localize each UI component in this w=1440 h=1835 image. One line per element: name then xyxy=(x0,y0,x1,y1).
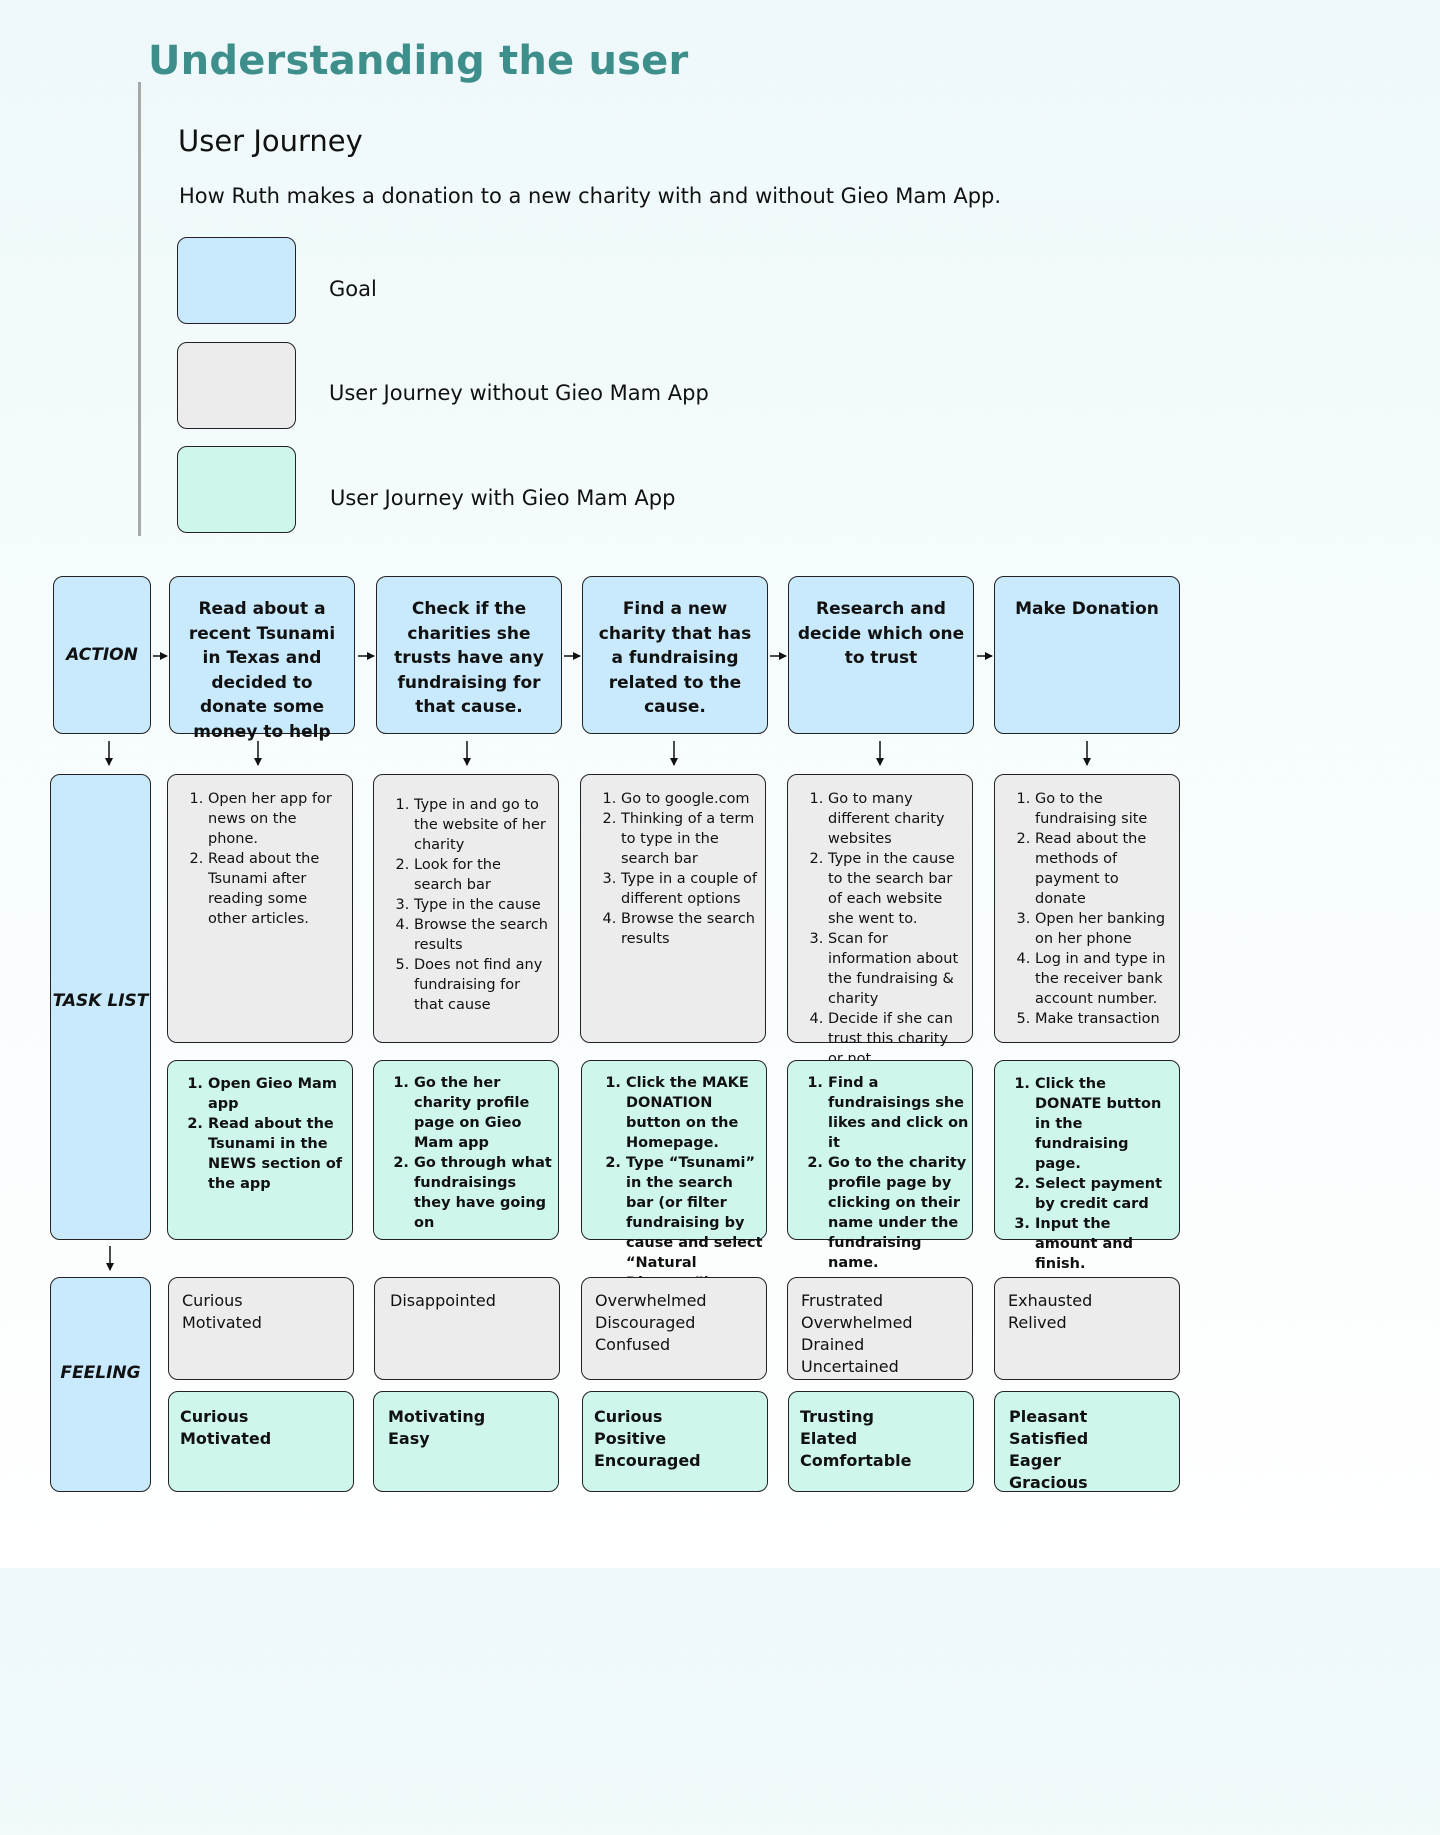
feeling-text: Curious Motivated xyxy=(182,1291,262,1332)
page-title: Understanding the user xyxy=(148,38,689,84)
task-item: Go to the fundraising site xyxy=(1035,789,1171,829)
feeling-text: Motivating Easy xyxy=(388,1407,486,1448)
task-item: Open her app for news on the phone. xyxy=(208,789,344,849)
feeling-with-app-3: Curious Positive Encouraged xyxy=(582,1391,768,1492)
task-item: Does not find any fundraising for that c… xyxy=(414,955,550,1015)
row-label-task-list-text: TASK LIST xyxy=(52,991,149,1011)
task-item: Open Gieo Mam app xyxy=(208,1074,346,1114)
feeling-without-app-3: Overwhelmed Discouraged Confused xyxy=(581,1277,767,1380)
task-item: Select payment by credit card xyxy=(1035,1174,1177,1214)
task-item: Type in the cause to the search bar of e… xyxy=(828,849,964,929)
row-label-action-text: ACTION xyxy=(66,645,138,665)
legend-swatch-goal xyxy=(177,237,296,324)
task-item: Click the MAKE DONATION button on the Ho… xyxy=(626,1073,764,1153)
feeling-text: Exhausted Relived xyxy=(1008,1291,1093,1332)
tasks-without-app-5: Go to the fundraising site Read about th… xyxy=(994,774,1180,1043)
action-box-5: Make Donation xyxy=(994,576,1180,734)
action-box-1: Read about a recent Tsunami in Texas and… xyxy=(169,576,355,742)
legend-swatch-without-app xyxy=(177,342,296,429)
action-text-5: Make Donation xyxy=(1015,599,1159,619)
task-item: Go through what fundraisings they have g… xyxy=(414,1153,552,1233)
feeling-text: Disappointed xyxy=(390,1291,496,1310)
task-item: Click the DONATE button in the fundraisi… xyxy=(1035,1074,1177,1174)
feeling-text: Curious Motivated xyxy=(180,1407,272,1448)
feeling-text: Curious Positive Encouraged xyxy=(594,1407,701,1470)
feeling-without-app-2: Disappointed xyxy=(374,1277,560,1380)
task-item: Look for the search bar xyxy=(414,855,550,895)
feeling-text: Overwhelmed Discouraged Confused xyxy=(595,1291,707,1354)
task-item: Open her banking on her phone xyxy=(1035,909,1171,949)
tasks-with-app-3: Click the MAKE DONATION button on the Ho… xyxy=(581,1060,767,1291)
tasks-without-app-1: Open her app for news on the phone. Read… xyxy=(167,774,353,1043)
task-item: Type in and go to the website of her cha… xyxy=(414,795,550,855)
task-item: Go to many different charity websites xyxy=(828,789,964,849)
tasks-with-app-5: Click the DONATE button in the fundraisi… xyxy=(994,1060,1180,1272)
action-text-1: Read about a recent Tsunami in Texas and… xyxy=(188,599,336,742)
task-item: Log in and type in the receiver bank acc… xyxy=(1035,949,1171,1009)
task-item: Read about the Tsunami in the NEWS secti… xyxy=(208,1114,346,1194)
task-item: Thinking of a term to type in the search… xyxy=(621,809,757,869)
feeling-with-app-4: Trusting Elated Comfortable xyxy=(788,1391,974,1492)
legend-label-goal: Goal xyxy=(329,277,377,301)
tasks-with-app-1: Open Gieo Mam app Read about the Tsunami… xyxy=(167,1060,353,1240)
task-item: Make transaction xyxy=(1035,1009,1171,1029)
task-item: Find a fundraisings she likes and click … xyxy=(828,1073,970,1153)
task-item: Type “Tsunami” in the search bar (or fil… xyxy=(626,1153,764,1293)
feeling-without-app-1: Curious Motivated xyxy=(168,1277,354,1380)
action-box-2: Check if the charities she trusts have a… xyxy=(376,576,562,734)
row-label-action: ACTION xyxy=(53,576,151,734)
task-item: Browse the search results xyxy=(621,909,757,949)
tasks-without-app-3: Go to google.com Thinking of a term to t… xyxy=(580,774,766,1043)
feeling-without-app-5: Exhausted Relived xyxy=(994,1277,1180,1380)
task-item: Read about the Tsunami after reading som… xyxy=(208,849,344,929)
row-label-feeling: FEELING xyxy=(50,1277,151,1492)
connector-arrows xyxy=(105,652,1091,1271)
task-item: Go to google.com xyxy=(621,789,757,809)
task-item: Scan for information about the fundraisi… xyxy=(828,929,964,1009)
action-text-3: Find a new charity that has a fundraisin… xyxy=(598,599,752,717)
row-label-feeling-text: FEELING xyxy=(60,1363,141,1383)
task-item: Type in a couple of different options xyxy=(621,869,757,909)
legend-label-without-app: User Journey without Gieo Mam App xyxy=(329,381,709,405)
legend-swatch-with-app xyxy=(177,446,296,533)
section-subtitle: User Journey xyxy=(178,124,363,158)
feeling-with-app-1: Curious Motivated xyxy=(168,1391,354,1492)
feeling-without-app-4: Frustrated Overwhelmed Drained Uncertain… xyxy=(787,1277,973,1380)
tasks-with-app-2: Go the her charity profile page on Gieo … xyxy=(373,1060,559,1240)
task-item: Browse the search results xyxy=(414,915,550,955)
vertical-divider xyxy=(138,82,141,536)
feeling-text: Frustrated Overwhelmed Drained Uncertain… xyxy=(801,1291,913,1376)
task-item: Type in the cause xyxy=(414,895,550,915)
feeling-with-app-5: Pleasant Satisfied Eager Gracious xyxy=(994,1391,1180,1492)
row-label-task-list: TASK LIST xyxy=(50,774,151,1240)
tasks-with-app-4: Find a fundraisings she likes and click … xyxy=(787,1060,973,1271)
feeling-text: Pleasant Satisfied Eager Gracious xyxy=(1009,1407,1089,1492)
feeling-with-app-2: Motivating Easy xyxy=(373,1391,559,1492)
feeling-text: Trusting Elated Comfortable xyxy=(800,1407,912,1470)
task-item: Go to the charity profile page by clicki… xyxy=(828,1153,970,1273)
section-description: How Ruth makes a donation to a new chari… xyxy=(179,184,1002,208)
task-item: Go the her charity profile page on Gieo … xyxy=(414,1073,552,1153)
action-text-2: Check if the charities she trusts have a… xyxy=(394,599,544,717)
action-box-3: Find a new charity that has a fundraisin… xyxy=(582,576,768,734)
task-item: Input the amount and finish. xyxy=(1035,1214,1177,1274)
tasks-without-app-2: Type in and go to the website of her cha… xyxy=(373,774,559,1043)
legend-label-with-app: User Journey with Gieo Mam App xyxy=(330,486,676,510)
tasks-without-app-4: Go to many different charity websites Ty… xyxy=(787,774,973,1067)
action-box-4: Research and decide which one to trust xyxy=(788,576,974,734)
task-item: Read about the methods of payment to don… xyxy=(1035,829,1171,909)
action-text-4: Research and decide which one to trust xyxy=(797,599,965,668)
